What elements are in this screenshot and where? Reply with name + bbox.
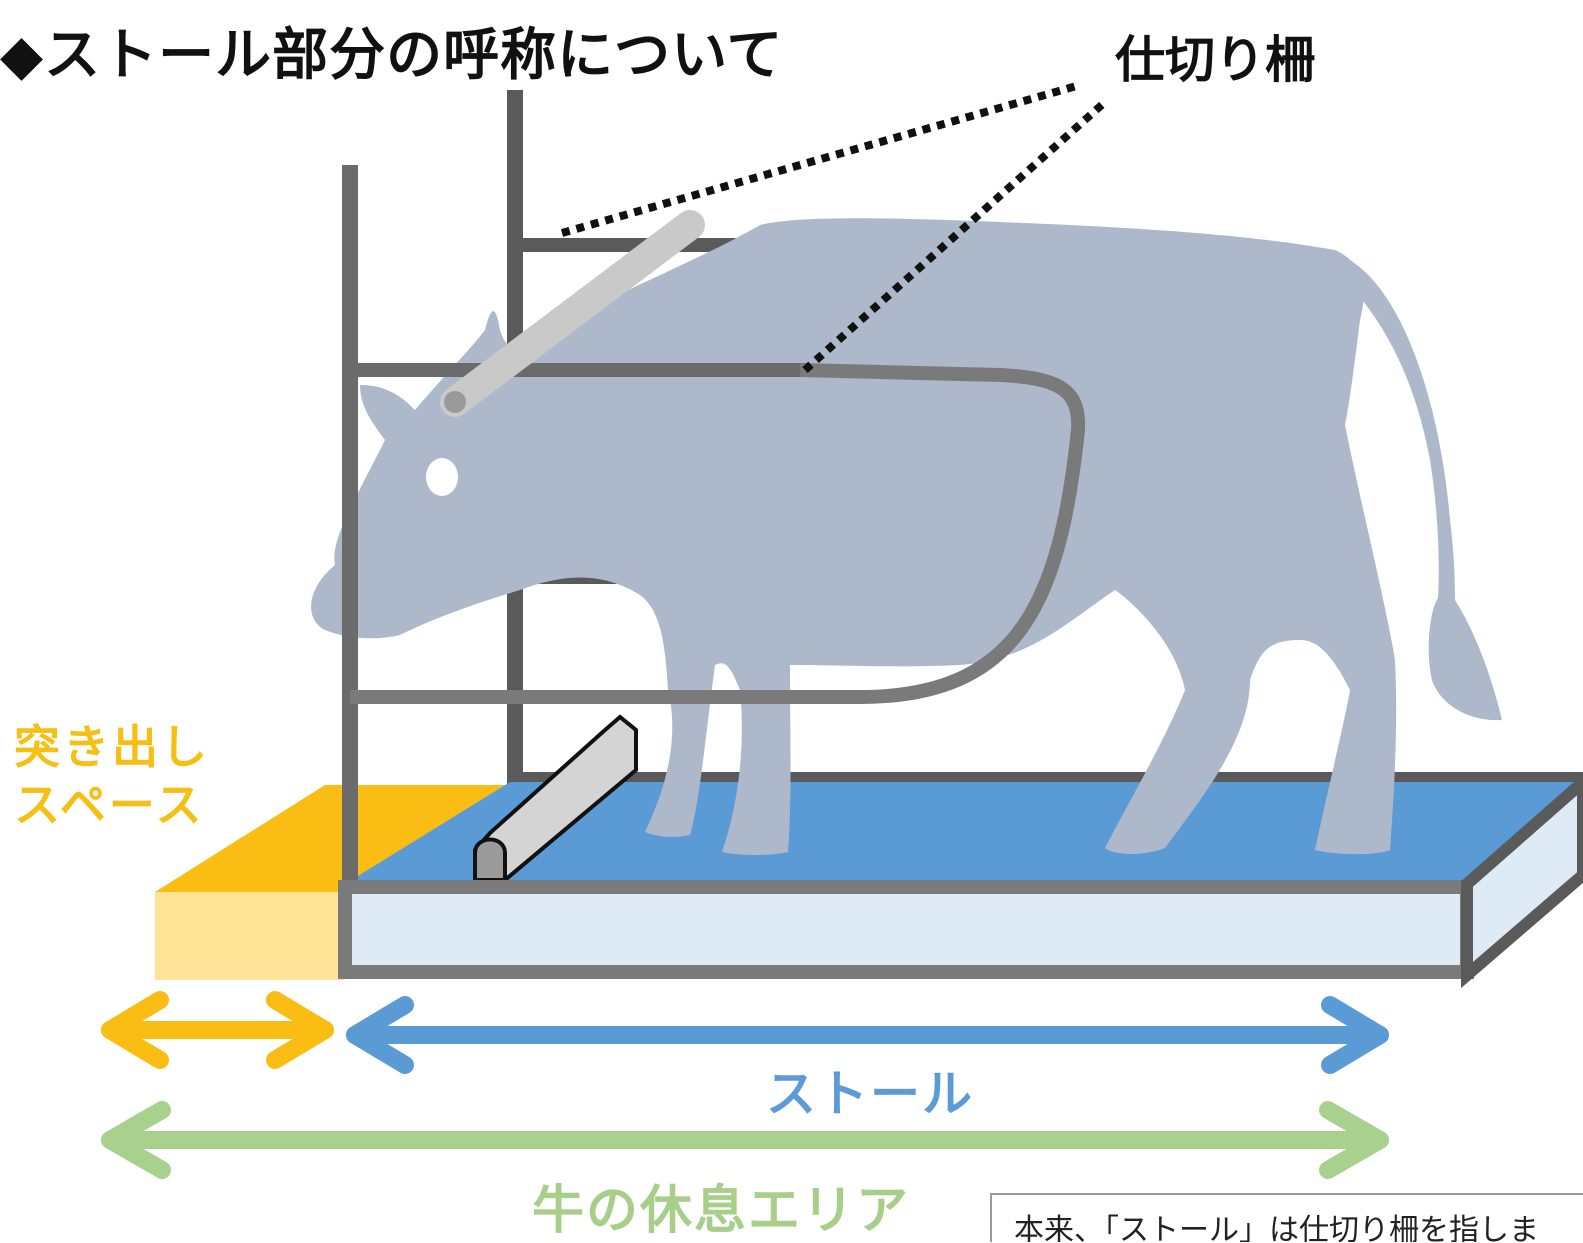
- note-box: 本来、「ストール」は仕切り柵を指しま: [990, 1193, 1583, 1242]
- stall-label: ストール: [766, 1065, 974, 1123]
- protrusion-space: [155, 785, 510, 980]
- front-frame: [342, 165, 1086, 887]
- neck-rail: [440, 210, 705, 417]
- note-text: 本来、「ストール」は仕切り柵を指しま: [1014, 1213, 1539, 1242]
- cow-silhouette: [311, 218, 1502, 855]
- page-title: ◆ストール部分の呼称について: [0, 23, 784, 88]
- stall-bed: [345, 782, 1583, 884]
- rest-area-label: 牛の休息エリア: [532, 1181, 911, 1241]
- brisket-board: [473, 714, 638, 882]
- leader-lines: [560, 81, 1108, 373]
- rest-area-arrow: [101, 1101, 1389, 1179]
- protrusion-label-line2: スペース: [14, 778, 205, 832]
- bed-front: [338, 774, 1583, 989]
- protrusion-arrow: [101, 991, 334, 1069]
- stall-arrow: [346, 996, 1389, 1074]
- protrusion-space-label: 突き出し スペース: [14, 718, 210, 834]
- cow-eye: [426, 458, 458, 496]
- protrusion-label-line1: 突き出し: [14, 720, 210, 774]
- partition-fence-label: 仕切り柵: [1115, 31, 1315, 89]
